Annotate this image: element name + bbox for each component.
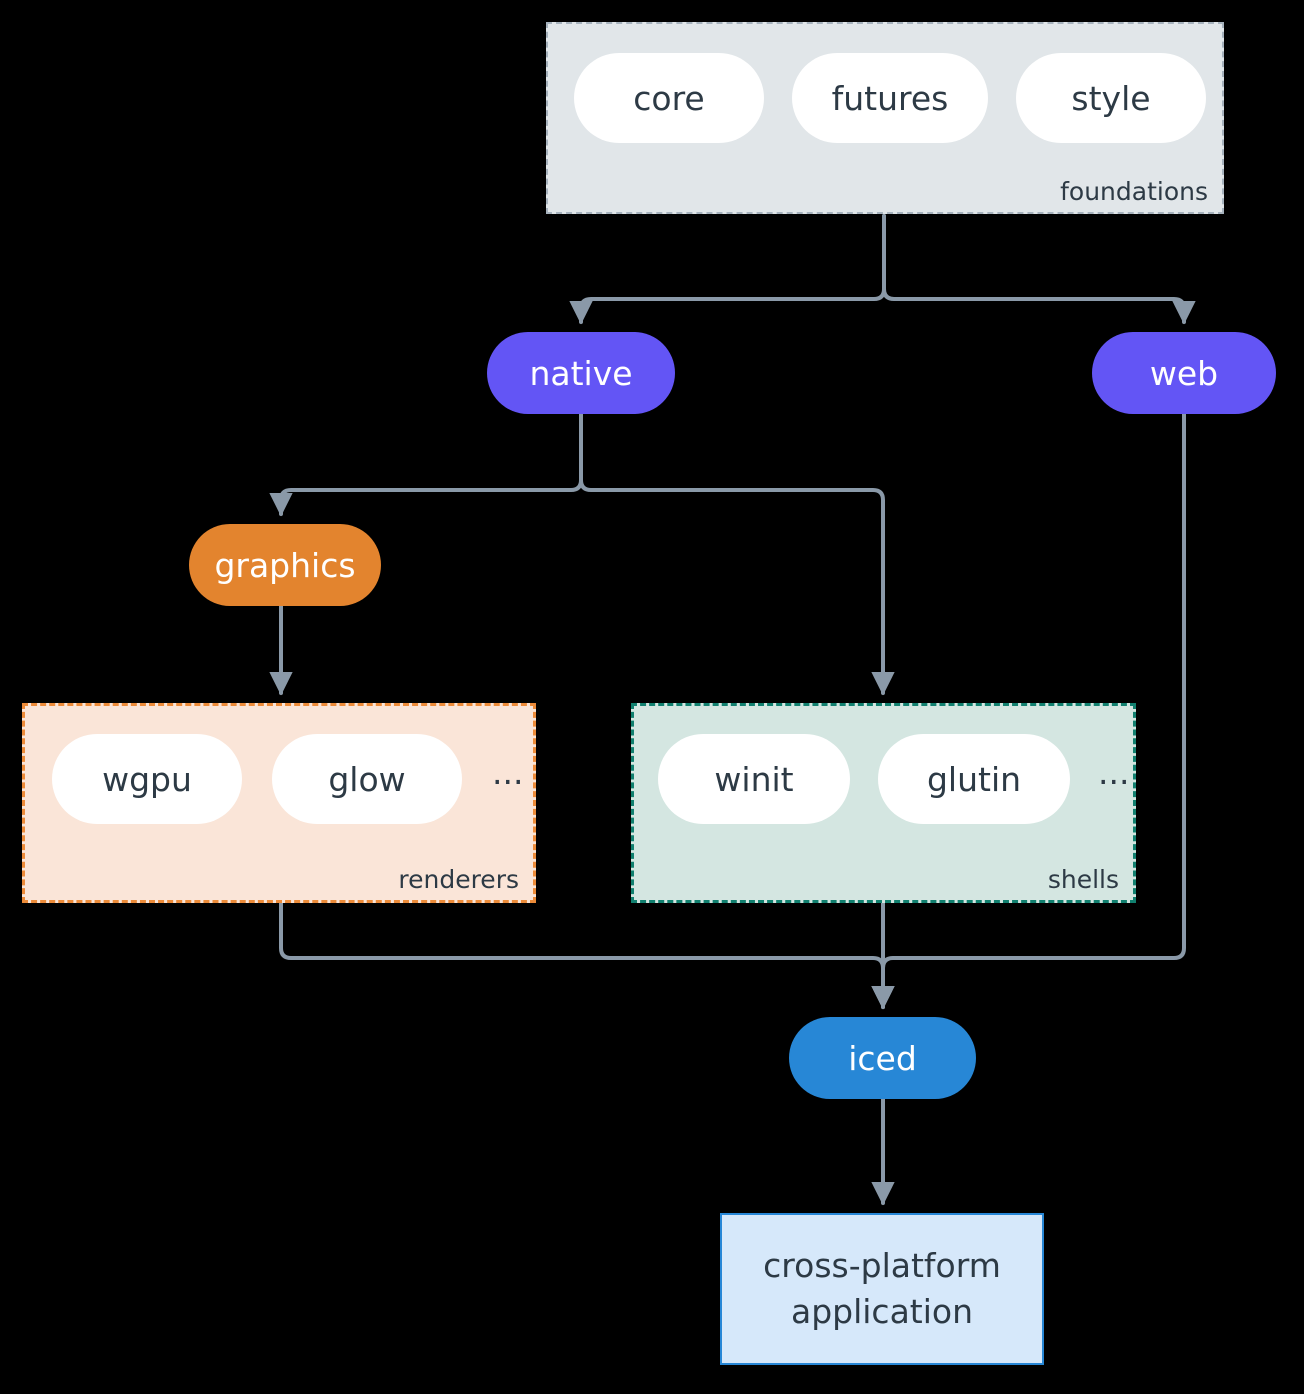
- cluster-shells-items: winit glutin ...: [658, 734, 1129, 824]
- cluster-foundations-items: core futures style: [574, 53, 1206, 143]
- renderers-ellipsis: ...: [492, 752, 524, 792]
- application-label-line1: cross-platform: [763, 1246, 1001, 1286]
- node-web-label: web: [1149, 353, 1219, 393]
- node-core-label: core: [633, 78, 705, 118]
- node-winit-label: winit: [714, 759, 794, 799]
- node-wgpu[interactable]: wgpu: [52, 734, 242, 824]
- cluster-renderers-label: renderers: [398, 865, 519, 894]
- edge-native-graphics: [269, 412, 583, 517]
- node-wgpu-label: wgpu: [102, 759, 192, 799]
- cluster-foundations: core futures style foundations: [546, 22, 1224, 214]
- node-glow-label: glow: [328, 759, 406, 799]
- node-graphics-label: graphics: [214, 545, 356, 585]
- node-graphics[interactable]: graphics: [189, 524, 381, 606]
- node-futures-label: futures: [831, 78, 949, 118]
- node-futures[interactable]: futures: [792, 53, 988, 143]
- edge-foundations-web: [882, 214, 1196, 325]
- node-glutin[interactable]: glutin: [878, 734, 1070, 824]
- cluster-shells-label: shells: [1047, 865, 1119, 894]
- cluster-renderers: wgpu glow ... renderers: [22, 703, 536, 903]
- node-web[interactable]: web: [1092, 332, 1276, 414]
- cluster-foundations-label: foundations: [1060, 177, 1208, 206]
- cluster-shells: winit glutin ... shells: [631, 703, 1136, 903]
- application-label-line2: application: [790, 1292, 974, 1331]
- node-style[interactable]: style: [1016, 53, 1206, 143]
- node-style-label: style: [1071, 78, 1151, 118]
- node-cross-platform-application[interactable]: cross-platform application: [720, 1213, 1044, 1365]
- edge-web-iced: [871, 412, 1186, 1010]
- edge-native-shells: [579, 412, 895, 696]
- node-native-label: native: [529, 353, 633, 393]
- edge-foundations-native: [569, 214, 886, 325]
- node-iced[interactable]: iced: [789, 1017, 976, 1099]
- node-core[interactable]: core: [574, 53, 764, 143]
- node-native[interactable]: native: [487, 332, 675, 414]
- node-winit[interactable]: winit: [658, 734, 850, 824]
- node-glow[interactable]: glow: [272, 734, 462, 824]
- node-glutin-label: glutin: [926, 759, 1022, 799]
- shells-ellipsis: ...: [1098, 752, 1130, 792]
- edge-renderers-iced: [279, 901, 895, 1010]
- cluster-renderers-items: wgpu glow ...: [52, 734, 523, 824]
- node-iced-label: iced: [848, 1038, 917, 1078]
